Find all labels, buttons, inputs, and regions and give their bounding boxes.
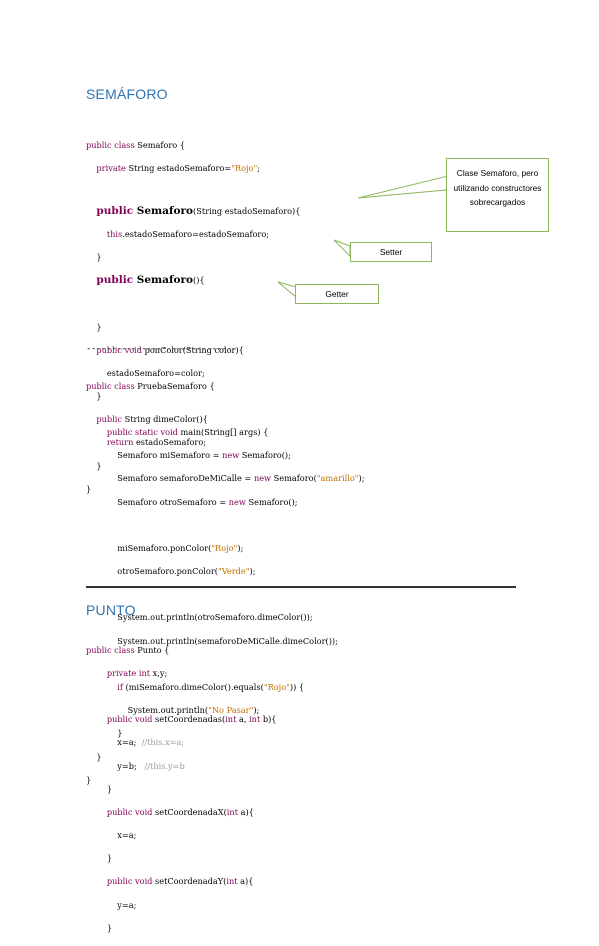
code-line: x=a; //this.x=a; (86, 737, 185, 748)
code-line: public class Punto { (86, 644, 170, 655)
code-line: Semaforo semaforoDeMiCalle = new Semafor… (86, 473, 365, 484)
code-block-semaforo: public class Semaforo { private String e… (86, 128, 300, 507)
code-line: Semaforo miSemaforo = new Semaforo(); (86, 450, 291, 461)
code-line: estadoSemaforo=color; (86, 367, 205, 378)
code-line: return estadoSemaforo; (106, 437, 207, 448)
section-divider (86, 586, 516, 588)
code-line: public class Semaforo { (86, 139, 185, 150)
callout-setter: Setter (350, 242, 432, 262)
code-line: } (86, 774, 92, 785)
code-line: miSemaforo.ponColor("Rojo"); (86, 542, 244, 553)
code-line: y=a; (86, 899, 137, 910)
heading-semaforo: SEMÁFORO (86, 86, 168, 102)
callout-getter: Getter (295, 284, 379, 304)
code-line: public void setCoordenadaX(int a){ (106, 806, 254, 817)
code-line: public void ponColor(String color){ (96, 344, 244, 355)
code-line: System.out.println(otroSemaforo.dimeColo… (86, 612, 313, 623)
code-line (86, 589, 365, 601)
code-line: public Semaforo(String estadoSemaforo){ (96, 204, 301, 217)
code-line: public Semaforo(){ (96, 274, 205, 287)
code-line: } (86, 460, 102, 471)
code-line: public static void main(String[] args) { (106, 426, 269, 437)
code-line: System.out.println(semaforoDeMiCalle.dim… (86, 635, 338, 646)
code-line: public String dimeColor(){ (96, 414, 208, 425)
code-line (86, 520, 365, 532)
code-line: } (86, 922, 113, 933)
callout-constructors: Clase Semaforo, pero utilizando construc… (446, 158, 549, 232)
code-line: } (86, 391, 102, 402)
code-line: } (86, 483, 92, 494)
code-line: this.estadoSemaforo=estadoSemaforo; (106, 228, 270, 239)
code-line: } (86, 751, 102, 762)
code-line: } (86, 728, 123, 739)
code-line: otroSemaforo.ponColor("Verde"); (86, 566, 256, 577)
heading-punto: PUNTO (86, 602, 136, 618)
code-block-punto: public class Punto { private int x,y; pu… (86, 633, 277, 946)
code-line (86, 691, 277, 703)
code-line: y=b; //this.y=b (86, 760, 185, 771)
code-line: public class PruebaSemaforo { (86, 380, 215, 391)
code-line: x=a; (86, 830, 137, 841)
code-line (86, 404, 365, 416)
code-block-prueba-semaforo: public class PruebaSemaforo { public sta… (86, 369, 365, 798)
code-line: private int x,y; (106, 667, 168, 678)
code-line: private String estadoSemaforo="Rojo"; (96, 162, 261, 173)
code-line: } (86, 853, 113, 864)
code-line: if (miSemaforo.dimeColor().equals("Rojo"… (117, 682, 305, 693)
code-line: public void setCoordenadas(int a, int b)… (106, 714, 277, 725)
code-line: public void setCoordenadaY(int a){ (106, 876, 254, 887)
code-line: Semaforo otroSemaforo = new Semaforo(); (86, 496, 298, 507)
code-line: } (86, 251, 102, 262)
code-line: System.out.println("No Pasar"); (86, 705, 260, 716)
code-line: } (86, 783, 113, 794)
code-line: } (86, 321, 102, 332)
separator-dashes: ------------------------------ (86, 344, 237, 354)
